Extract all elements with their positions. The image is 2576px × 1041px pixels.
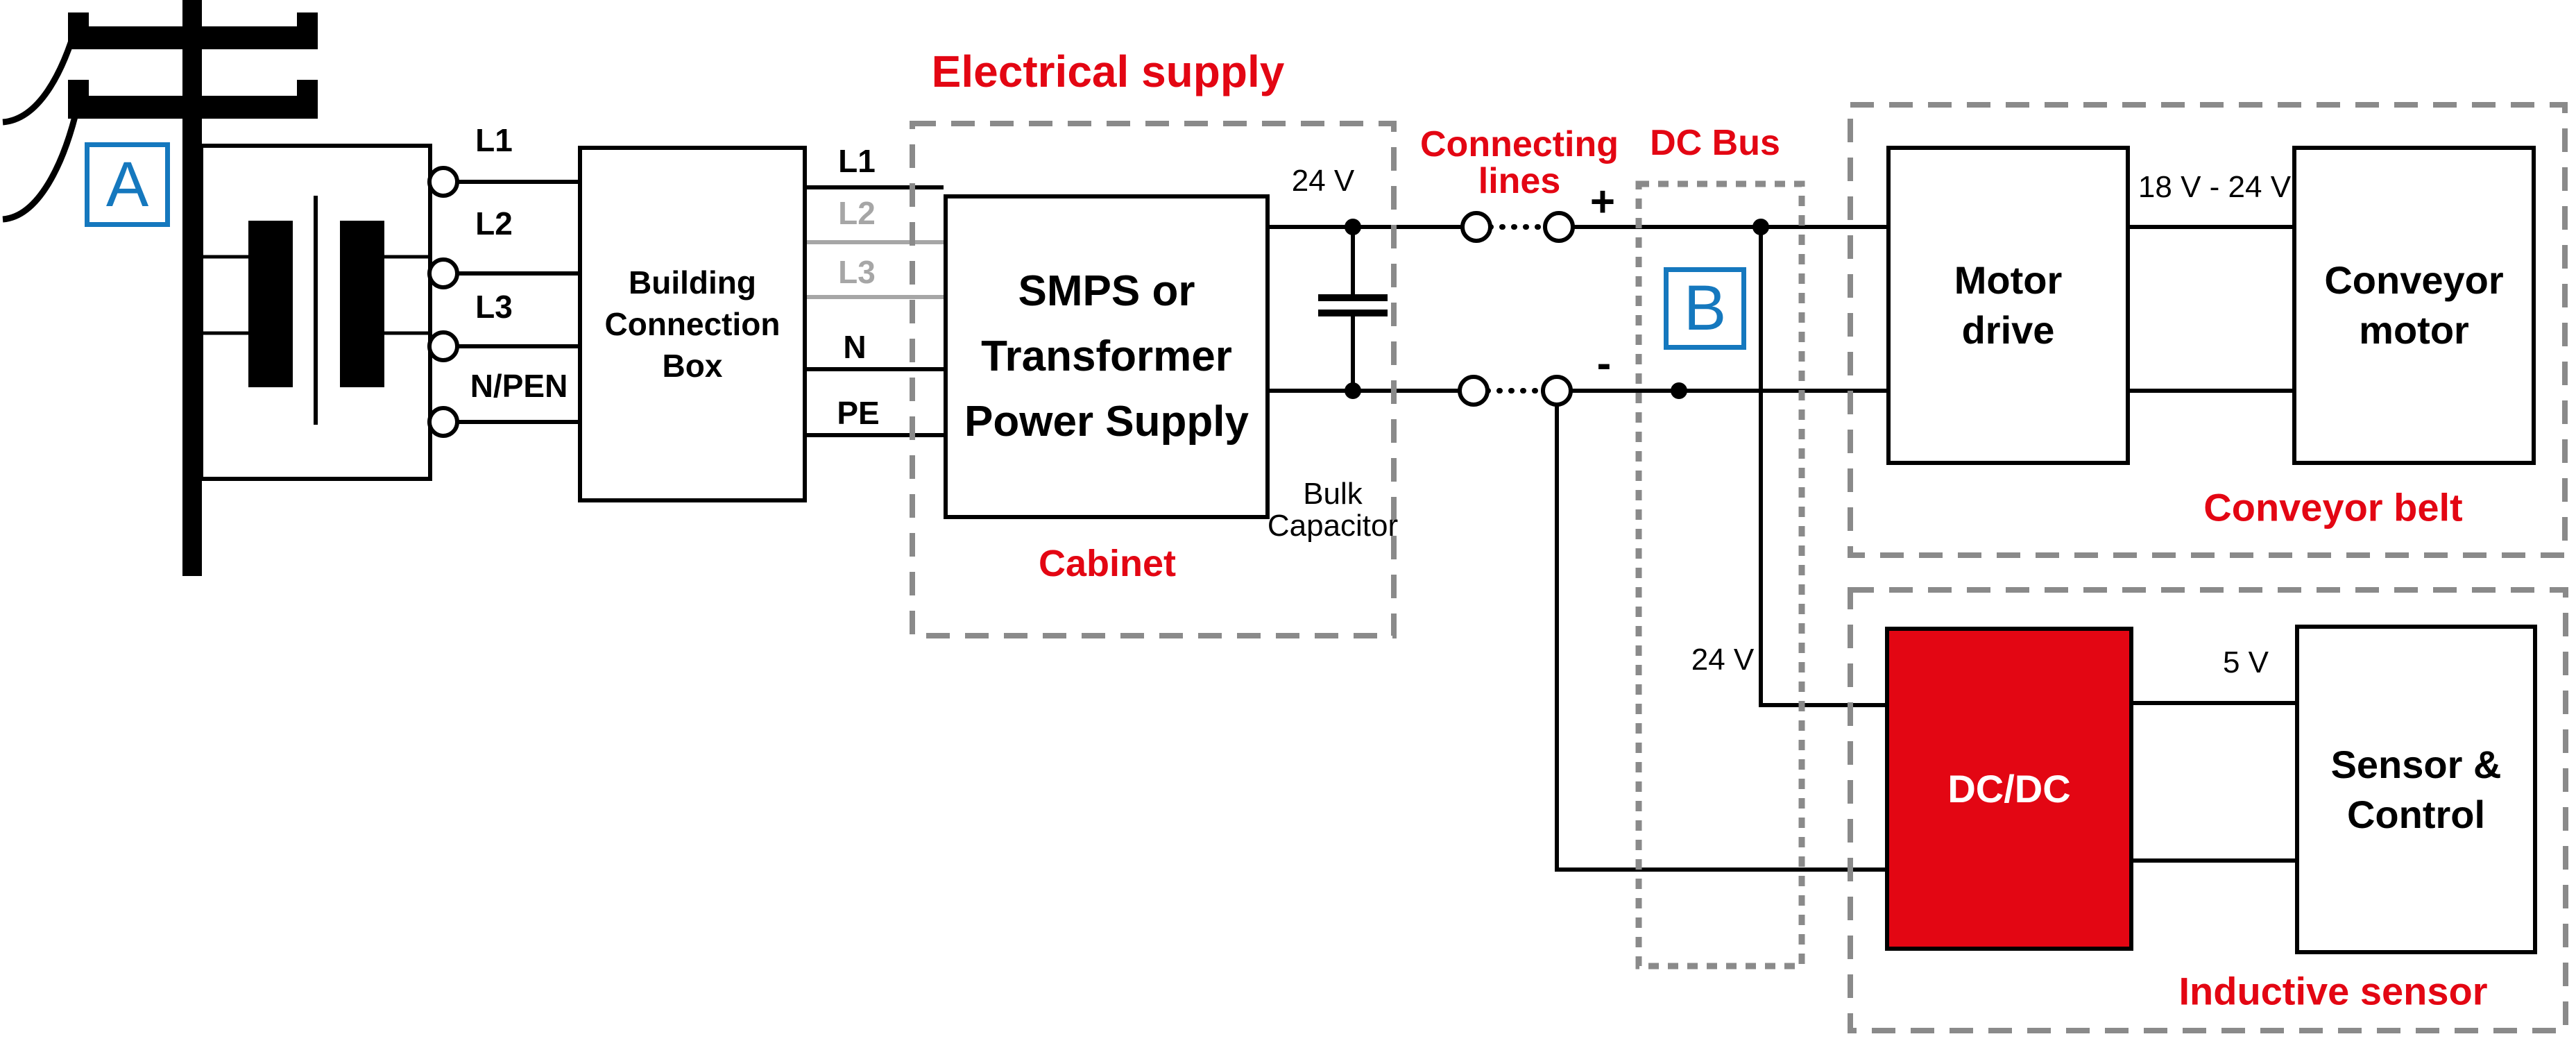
supply-wires xyxy=(807,185,944,437)
pole-label-l3: L3 xyxy=(475,289,513,325)
motor-drive-line1: Motor xyxy=(1954,258,2063,302)
conveyor-motor-line2: motor xyxy=(2359,308,2469,352)
dc-bus-branch-voltage-label: 24 V xyxy=(1691,643,1755,677)
pole-label-l2: L2 xyxy=(475,205,513,242)
dcdc-label: DC/DC xyxy=(1947,767,2071,811)
marker-a-badge: A xyxy=(85,142,170,227)
minus-branch-wire xyxy=(1555,405,1885,872)
inductive-sensor-dashed-region xyxy=(1848,587,2568,1033)
dc-bus-title: DC Bus xyxy=(1650,123,1780,163)
conveyor-motor-line1: Conveyor xyxy=(2324,258,2504,302)
conveyor-belt-title: Conveyor belt xyxy=(2203,485,2463,530)
building-box-line2: Connection xyxy=(604,306,781,342)
dc-bus-dashed-region xyxy=(1635,180,1805,970)
building-connection-box-block: Building Connection Box xyxy=(578,146,807,502)
plus-sign-label: + xyxy=(1589,178,1616,226)
bulk-capacitor-label-line2: Capacitor xyxy=(1267,509,1399,543)
building-box-line1: Building xyxy=(629,264,756,301)
smps-block: SMPS or Transformer Power Supply xyxy=(944,194,1270,519)
smps-line1: SMPS or xyxy=(1018,267,1195,315)
minus-sign-label: - xyxy=(1596,339,1612,388)
capacitor-icon xyxy=(1318,227,1388,391)
building-box-line3: Box xyxy=(662,348,723,384)
supply-label-pe: PE xyxy=(837,395,880,431)
electrical-supply-title: Electrical supply xyxy=(931,46,1285,96)
sensor-link-voltage-label: 5 V xyxy=(2222,645,2269,679)
dcdc-block: DC/DC xyxy=(1885,627,2133,951)
supply-label-l2: L2 xyxy=(838,195,876,231)
motor-drive-block: Motor drive xyxy=(1886,146,2130,465)
sensor-control-block: Sensor & Control xyxy=(2295,625,2537,954)
supply-label-l3: L3 xyxy=(838,254,876,290)
bulk-capacitor-label-line1: Bulk xyxy=(1303,477,1363,511)
electrical-supply-dashed-region xyxy=(910,121,1397,638)
motor-link-voltage-label: 18 V - 24 V xyxy=(2138,170,2292,204)
pole-label-n-pen: N/PEN xyxy=(470,368,568,404)
pole-terminal-circles xyxy=(427,166,459,438)
connecting-lines-title-line2: lines xyxy=(1478,161,1561,201)
cabinet-label: Cabinet xyxy=(1038,543,1177,584)
smps-output-voltage-label: 24 V xyxy=(1291,164,1355,198)
connector-circles xyxy=(1458,211,1575,407)
transformer-icon xyxy=(199,144,432,481)
sensor-link-wires xyxy=(2133,701,2295,863)
connecting-lines-title-line1: Connecting xyxy=(1420,124,1619,164)
utility-pole-icon xyxy=(2,0,318,576)
motor-drive-line2: drive xyxy=(1961,308,2055,352)
smps-line3: Power Supply xyxy=(964,398,1249,446)
sensor-control-line1: Sensor & xyxy=(2330,742,2502,786)
supply-label-n: N xyxy=(843,329,867,365)
conveyor-motor-block: Conveyor motor xyxy=(2292,146,2536,465)
inductive-sensor-title: Inductive sensor xyxy=(2178,969,2488,1013)
marker-a-letter: A xyxy=(105,149,149,220)
conveyor-belt-dashed-region xyxy=(1848,102,2568,558)
junction-dots xyxy=(1345,219,1769,399)
sensor-control-line2: Control xyxy=(2346,792,2486,836)
marker-b-badge: B xyxy=(1664,267,1746,350)
supply-label-l1: L1 xyxy=(838,143,876,179)
smps-line2: Transformer xyxy=(981,332,1232,380)
three-phase-feed-wires xyxy=(457,180,578,424)
marker-b-letter: B xyxy=(1683,273,1727,344)
pole-label-l1: L1 xyxy=(475,122,513,158)
dc-bus-branch-wire xyxy=(1759,227,1885,707)
